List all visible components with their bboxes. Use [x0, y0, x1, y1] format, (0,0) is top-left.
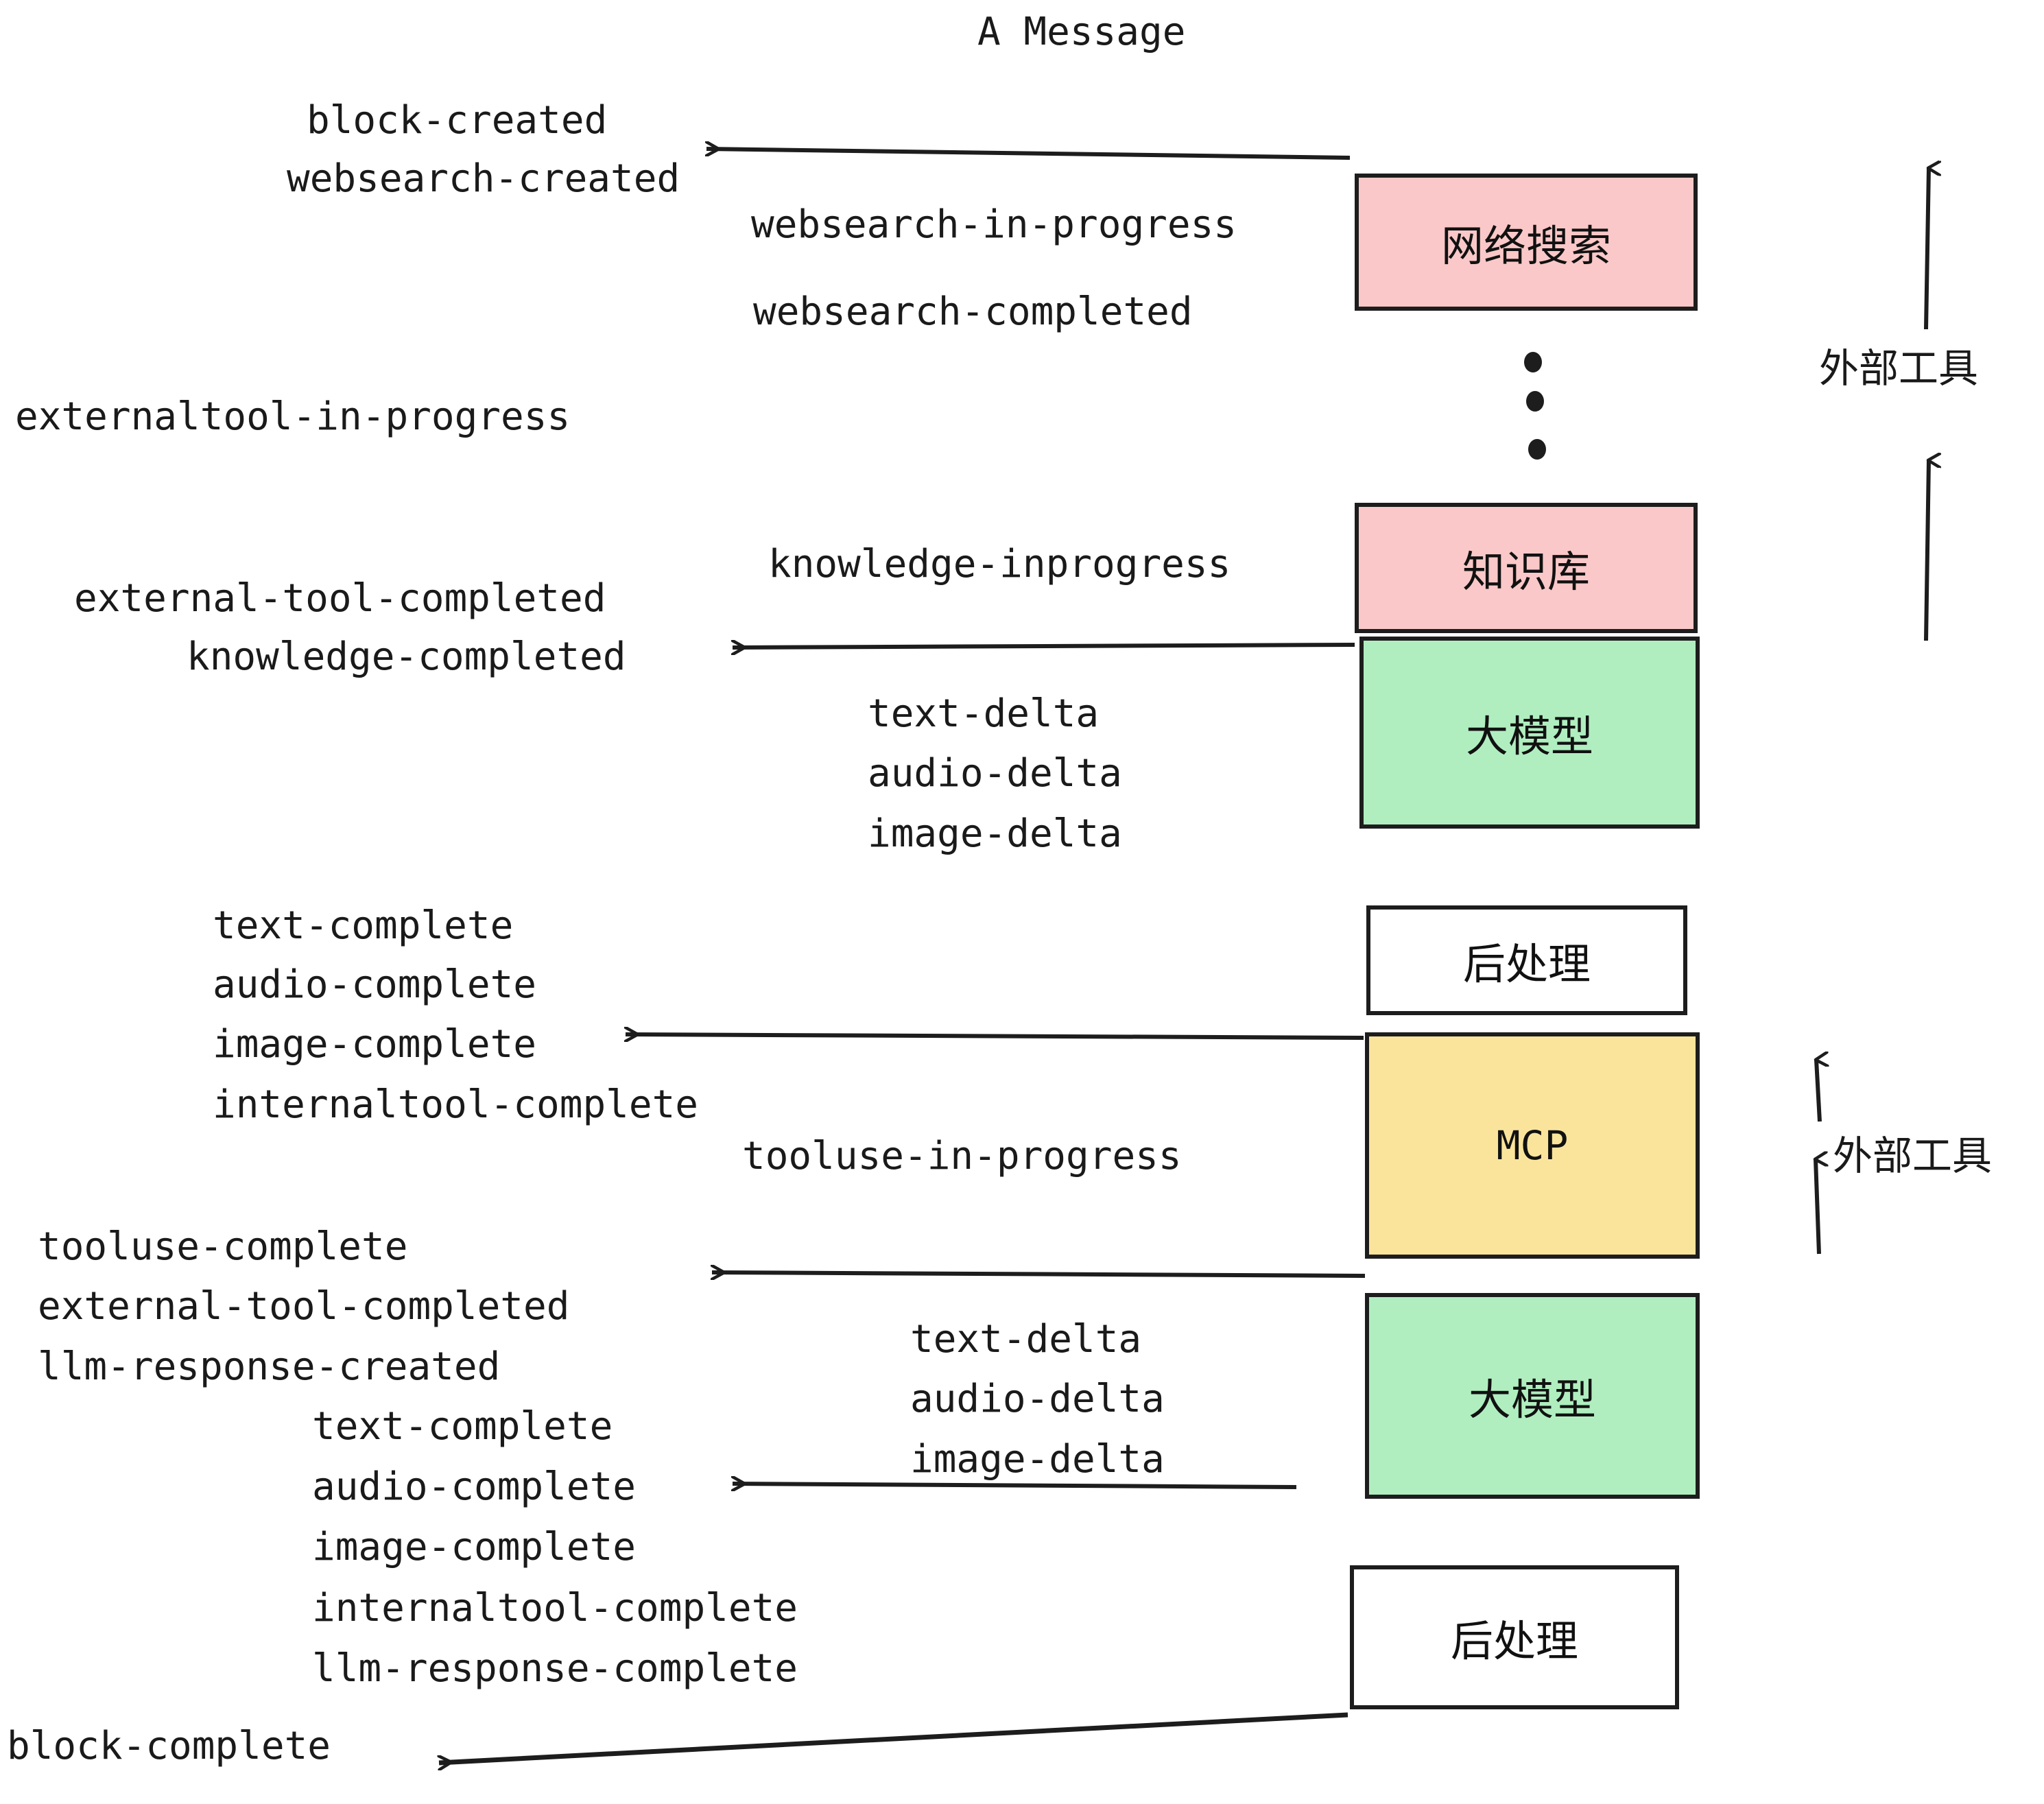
box-llm-1[interactable]: 大模型 [1359, 637, 1700, 829]
side-label-external-tools-1: 外部工具 [1819, 345, 1979, 392]
arrow-websearch-to-created [706, 149, 1351, 160]
arrow-postprocess1-to-image-complete [626, 1034, 1364, 1038]
event-label-internaltool-complete-1: internaltool-complete [213, 1082, 699, 1127]
event-label-image-delta-1: image-delta [868, 811, 1122, 856]
event-label-image-complete-1: image-complete [213, 1022, 537, 1067]
box-postprocess-1[interactable]: 后处理 [1366, 905, 1687, 1015]
event-label-block-created: block-created [307, 98, 608, 143]
event-label-websearch-created: websearch-created [287, 156, 680, 201]
arrow-mcp-to-tooluse-complete [712, 1272, 1366, 1276]
event-label-llm-response-created: llm-response-created [38, 1344, 501, 1389]
event-label-text-complete-2: text-complete [312, 1404, 613, 1449]
event-label-block-complete: block-complete [7, 1724, 331, 1768]
box-label-llm-1: 大模型 [1465, 711, 1593, 761]
event-label-knowledge-completed: knowledge-completed [187, 634, 626, 679]
box-postprocess-2[interactable]: 后处理 [1350, 1565, 1679, 1709]
event-label-image-delta-2: image-delta [910, 1437, 1165, 1482]
box-label-web-search: 网络搜索 [1440, 221, 1611, 271]
event-label-llm-response-complete: llm-response-complete [312, 1646, 798, 1691]
box-llm-2[interactable]: 大模型 [1365, 1293, 1700, 1499]
event-label-internaltool-complete-2: internaltool-complete [312, 1586, 798, 1630]
box-label-postprocess-2: 后处理 [1450, 1616, 1578, 1666]
ellipsis-dot-3 [1528, 439, 1546, 460]
event-label-external-tool-completed-1: external-tool-completed [74, 576, 606, 621]
event-label-knowledge-inprogress: knowledge-inprogress [768, 542, 1231, 586]
event-label-audio-complete-1: audio-complete [213, 962, 537, 1007]
event-label-audio-delta-2: audio-delta [910, 1377, 1165, 1421]
box-label-llm-2: 大模型 [1468, 1375, 1596, 1425]
box-label-mcp: MCP [1496, 1122, 1569, 1169]
event-label-websearch-in-progress: websearch-in-progress [751, 202, 1237, 247]
side-label-external-tools-2: 外部工具 [1833, 1132, 1993, 1179]
page-title: A Message [977, 10, 1186, 54]
ellipsis-dot-1 [1524, 352, 1542, 372]
ellipsis-dot-2 [1526, 391, 1544, 412]
event-label-websearch-completed: websearch-completed [753, 289, 1193, 334]
box-label-knowledge-base: 知识库 [1462, 547, 1590, 597]
event-label-audio-delta-1: audio-delta [868, 751, 1122, 796]
arrow-knowledge-to-completed [733, 645, 1355, 648]
arrow-postprocess2-to-block-complete [439, 1712, 1348, 1763]
event-label-text-delta-2: text-delta [910, 1317, 1142, 1362]
event-label-text-delta-1: text-delta [868, 691, 1100, 736]
box-mcp[interactable]: MCP [1365, 1032, 1700, 1259]
event-label-tooluse-in-progress: tooluse-in-progress [742, 1134, 1182, 1178]
event-label-tooluse-complete: tooluse-complete [38, 1224, 408, 1269]
range-arrow-external-tools-1 [1924, 168, 1929, 641]
box-knowledge-base[interactable]: 知识库 [1355, 503, 1698, 633]
arrow-llm2-to-audio-complete [733, 1484, 1297, 1487]
event-label-text-complete-1: text-complete [213, 903, 514, 948]
box-label-postprocess-1: 后处理 [1462, 939, 1591, 989]
range-arrow-external-tools-2 [1816, 1060, 1820, 1255]
box-web-search[interactable]: 网络搜索 [1355, 174, 1698, 311]
event-label-audio-complete-2: audio-complete [312, 1464, 637, 1509]
event-label-image-complete-2: image-complete [312, 1525, 637, 1569]
event-label-externaltool-in-progress: externaltool-in-progress [15, 394, 571, 439]
event-label-external-tool-completed-2: external-tool-completed [38, 1284, 570, 1329]
